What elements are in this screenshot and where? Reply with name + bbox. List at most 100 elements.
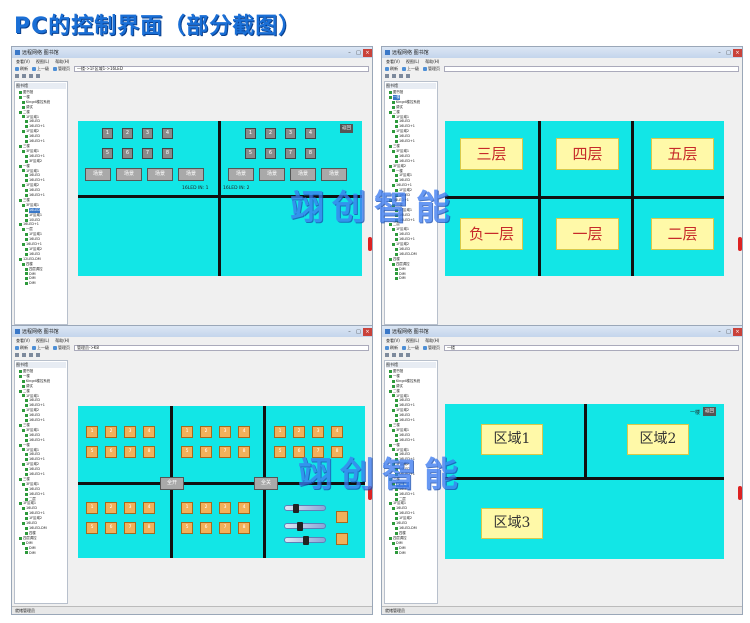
address-bar[interactable]: 管理员->K8: [74, 345, 369, 351]
scene-button[interactable]: 场景: [321, 168, 347, 181]
tree-node[interactable]: 1F区域2: [16, 183, 66, 188]
tree-node[interactable]: 16LED: [16, 119, 66, 124]
tree-node[interactable]: 16LED+1: [386, 218, 436, 223]
side-tab[interactable]: [368, 237, 372, 251]
tree-node[interactable]: 16LED: [16, 467, 66, 472]
tree-node[interactable]: 1F区域2: [386, 462, 436, 467]
light-button[interactable]: 8: [238, 522, 250, 534]
light-button[interactable]: 6: [105, 522, 117, 534]
tree-node[interactable]: 3F区域2: [16, 159, 66, 164]
manage-button[interactable]: 管理页: [53, 345, 70, 351]
light-button[interactable]: 5: [274, 446, 286, 458]
address-bar[interactable]: 一楼->1F区域1->16LED: [74, 66, 369, 72]
tree-node[interactable]: 三楼: [16, 144, 66, 149]
tree-node[interactable]: Kingdi楼控系统: [16, 379, 66, 384]
light-button[interactable]: 8: [331, 446, 343, 458]
tool-icon[interactable]: [399, 353, 403, 357]
slider-handle[interactable]: [293, 504, 299, 513]
tree-node[interactable]: 16LED: [386, 154, 436, 159]
channel-button[interactable]: 6: [265, 148, 276, 159]
tree-node[interactable]: 16LED+1: [386, 159, 436, 164]
slider-handle[interactable]: [303, 536, 309, 545]
pin-icon[interactable]: [385, 353, 389, 357]
menu-view[interactable]: 查看(V): [16, 59, 30, 64]
tree-node[interactable]: 三楼: [386, 423, 436, 428]
channel-button[interactable]: 7: [142, 148, 153, 159]
maximize-button[interactable]: □: [726, 49, 731, 56]
menu-display[interactable]: 视图(L): [405, 338, 420, 343]
light-button[interactable]: 6: [105, 446, 117, 458]
tree-node[interactable]: 一楼: [386, 94, 436, 100]
tree-node[interactable]: 16LED+1: [386, 438, 436, 443]
tree-node[interactable]: 调试: [16, 105, 66, 110]
light-button[interactable]: 7: [312, 446, 324, 458]
channel-button[interactable]: 6: [122, 148, 133, 159]
tool-icon[interactable]: [29, 74, 33, 78]
tree-node[interactable]: 1F区域1: [16, 394, 66, 399]
light-button[interactable]: 7: [124, 522, 136, 534]
return-button[interactable]: 返回: [703, 407, 716, 416]
tree-node[interactable]: 四楼: [16, 531, 66, 536]
refresh-button[interactable]: 刷新: [385, 66, 398, 72]
menu-help[interactable]: 帮助(H): [425, 338, 440, 343]
tree-node[interactable]: 二层: [386, 497, 436, 502]
tree-node[interactable]: 四层调控: [16, 536, 66, 541]
tree-node[interactable]: 调试: [386, 384, 436, 389]
tree-node[interactable]: 3F区域1: [386, 428, 436, 433]
maximize-button[interactable]: □: [356, 49, 361, 56]
tree-node[interactable]: 16LED: [386, 467, 436, 472]
tree-node[interactable]: 16LED+1: [386, 237, 436, 242]
tree-node[interactable]: 16LED+1: [16, 154, 66, 159]
tool-icon[interactable]: [22, 353, 26, 357]
tree-node[interactable]: DIM: [386, 276, 436, 281]
light-button[interactable]: 5: [86, 446, 98, 458]
tree-node[interactable]: 图书馆: [16, 369, 66, 374]
tree-node[interactable]: 16LED+1: [386, 511, 436, 516]
light-button[interactable]: 3: [124, 426, 136, 438]
manage-button[interactable]: 管理页: [423, 345, 440, 351]
tree-node[interactable]: 1F区域2: [16, 129, 66, 134]
close-button[interactable]: ×: [363, 48, 372, 57]
zone-button[interactable]: 区域2: [627, 424, 689, 455]
dimmer-slider[interactable]: [284, 522, 326, 531]
channel-button[interactable]: 3: [285, 128, 296, 139]
tree-node[interactable]: 一楼: [16, 95, 66, 100]
channel-button[interactable]: 3: [142, 128, 153, 139]
menu-help[interactable]: 帮助(H): [425, 59, 440, 64]
side-tab[interactable]: [738, 486, 742, 500]
address-bar[interactable]: 一楼: [444, 345, 739, 351]
dimmer-slider[interactable]: [284, 536, 326, 545]
maximize-button[interactable]: □: [356, 328, 361, 335]
tree-node[interactable]: 1F区域2: [386, 242, 436, 247]
tree-node[interactable]: 16LED+1: [16, 242, 66, 247]
channel-button[interactable]: 4: [162, 128, 173, 139]
tree-node[interactable]: 图书馆: [386, 369, 436, 374]
scene-button[interactable]: 场景: [228, 168, 254, 181]
light-button[interactable]: 8: [143, 522, 155, 534]
tree-node[interactable]: 16LED: [16, 237, 66, 242]
tree-node[interactable]: 1F区域2: [386, 516, 436, 521]
tree-node[interactable]: 16LED-DM: [386, 526, 436, 531]
tree-node[interactable]: 16LED: [16, 521, 66, 526]
tree-node[interactable]: 一楼: [16, 164, 66, 169]
tool-icon[interactable]: [22, 74, 26, 78]
tree-node[interactable]: 1F区域1: [386, 448, 436, 453]
tree-node[interactable]: 1F区域1: [16, 115, 66, 120]
tree-node[interactable]: 四楼: [16, 262, 66, 267]
channel-button[interactable]: 5: [245, 148, 256, 159]
tree-node[interactable]: DIM: [386, 541, 436, 546]
close-button[interactable]: ×: [733, 327, 742, 336]
tree-node[interactable]: 16LED: [386, 413, 436, 418]
tree-node[interactable]: 1F区域1: [386, 173, 436, 178]
light-button[interactable]: 2: [293, 426, 305, 438]
tree-node[interactable]: 三楼: [386, 477, 436, 482]
tree-node[interactable]: 16LED+1: [386, 139, 436, 144]
menu-display[interactable]: 视图(L): [35, 338, 50, 343]
tree-node[interactable]: 四层调控: [386, 536, 436, 541]
tree-node[interactable]: 16LED: [386, 178, 436, 183]
tree-node[interactable]: 3F区域1: [386, 149, 436, 154]
tree-node[interactable]: 16LED+1: [386, 418, 436, 423]
channel-button[interactable]: 5: [102, 148, 113, 159]
tree-node[interactable]: 16LED: [386, 433, 436, 438]
tree-node[interactable]: 1F区域2: [386, 129, 436, 134]
